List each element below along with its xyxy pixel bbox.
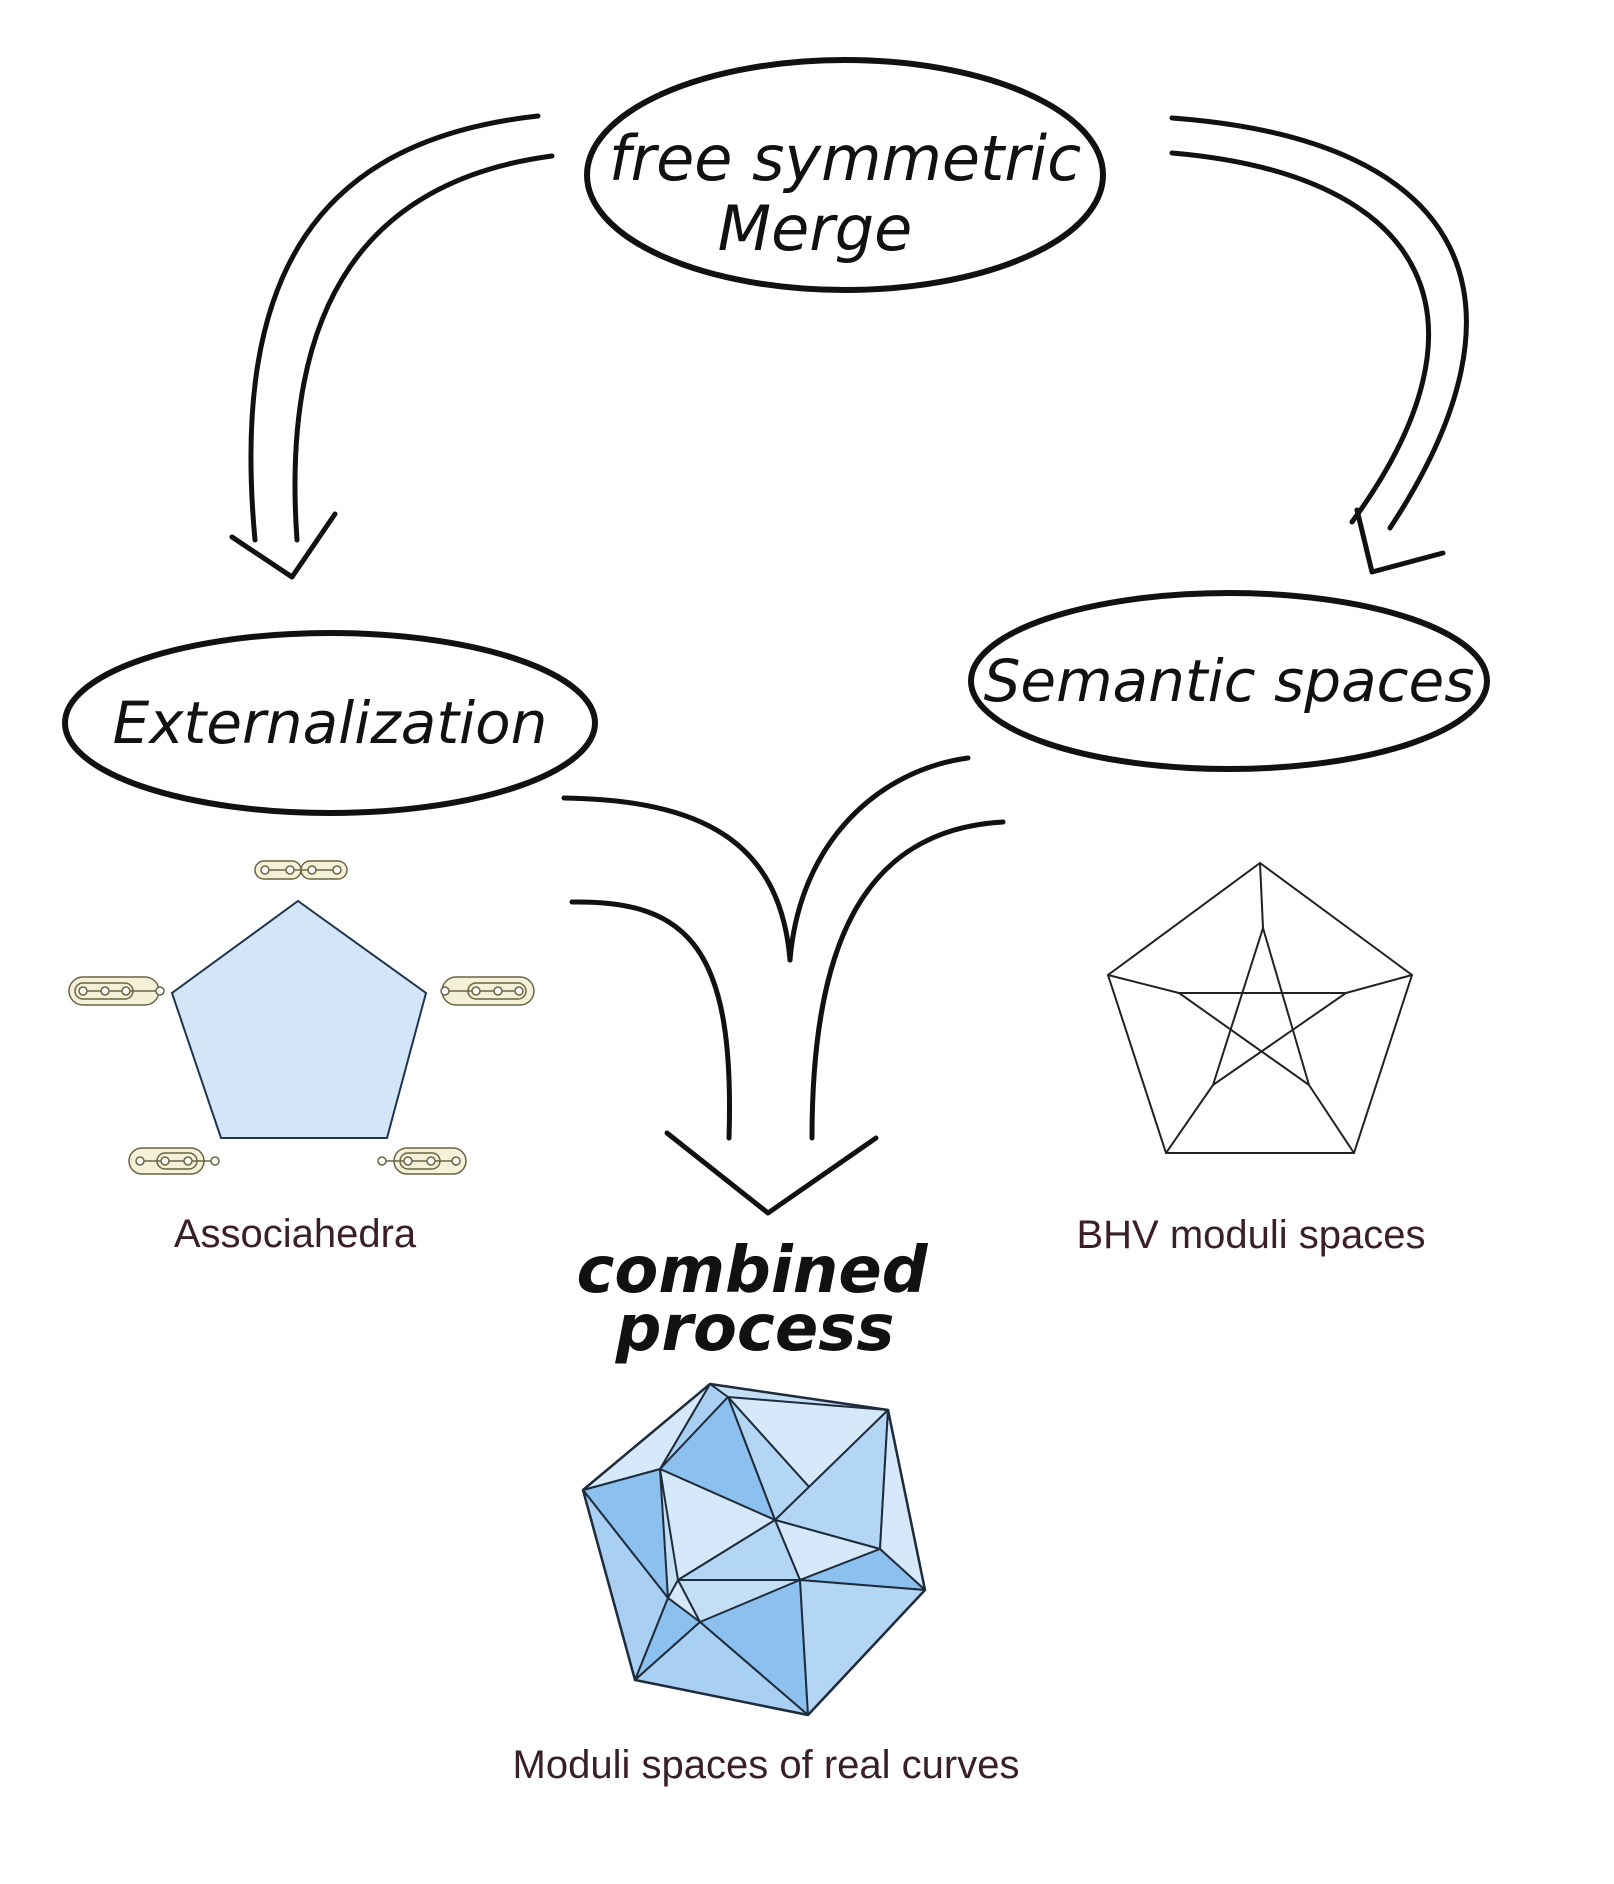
- arrow-merge-to-combined-process: [561, 755, 1006, 1216]
- bracket-token-left: [68, 976, 165, 1006]
- bracket-token-right: [440, 976, 535, 1006]
- node-externalization-label: Externalization: [113, 689, 548, 757]
- node-combined-process: combined process: [576, 1234, 928, 1366]
- node-merge-line2: Merge: [718, 192, 913, 265]
- associahedron-figure: [68, 860, 535, 1175]
- arrow-merge-to-semantic-spaces: [1169, 115, 1469, 575]
- caption-bhv: BHV moduli spaces: [1076, 1213, 1425, 1257]
- bhv-inner-star: [1175, 924, 1350, 1088]
- caption-associahedra: Associahedra: [174, 1212, 417, 1256]
- node-merge-line1: free symmetric: [609, 122, 1081, 195]
- bracket-token-top: [254, 860, 348, 880]
- node-combined-line2: process: [615, 1292, 895, 1366]
- bracket-token-bottom-left: [128, 1147, 220, 1175]
- node-externalization: Externalization: [62, 630, 598, 816]
- bhv-figure: [1106, 861, 1414, 1154]
- bracket-token-bottom-right: [377, 1147, 467, 1175]
- node-semantic-spaces: Semantic spaces: [968, 590, 1490, 772]
- bhv-outer-pentagon: [1106, 861, 1414, 1154]
- node-semantic-spaces-label: Semantic spaces: [984, 647, 1475, 715]
- moduli-polyhedron: [581, 1382, 927, 1717]
- associahedron-pentagon: [170, 899, 428, 1139]
- arrow-merge-to-externalization: [229, 113, 555, 580]
- node-combined-line1: combined: [576, 1234, 928, 1308]
- bhv-spokes: [1107, 862, 1413, 1154]
- node-free-symmetric-merge: free symmetric Merge: [584, 57, 1106, 293]
- caption-moduli-real-curves: Moduli spaces of real curves: [513, 1743, 1020, 1787]
